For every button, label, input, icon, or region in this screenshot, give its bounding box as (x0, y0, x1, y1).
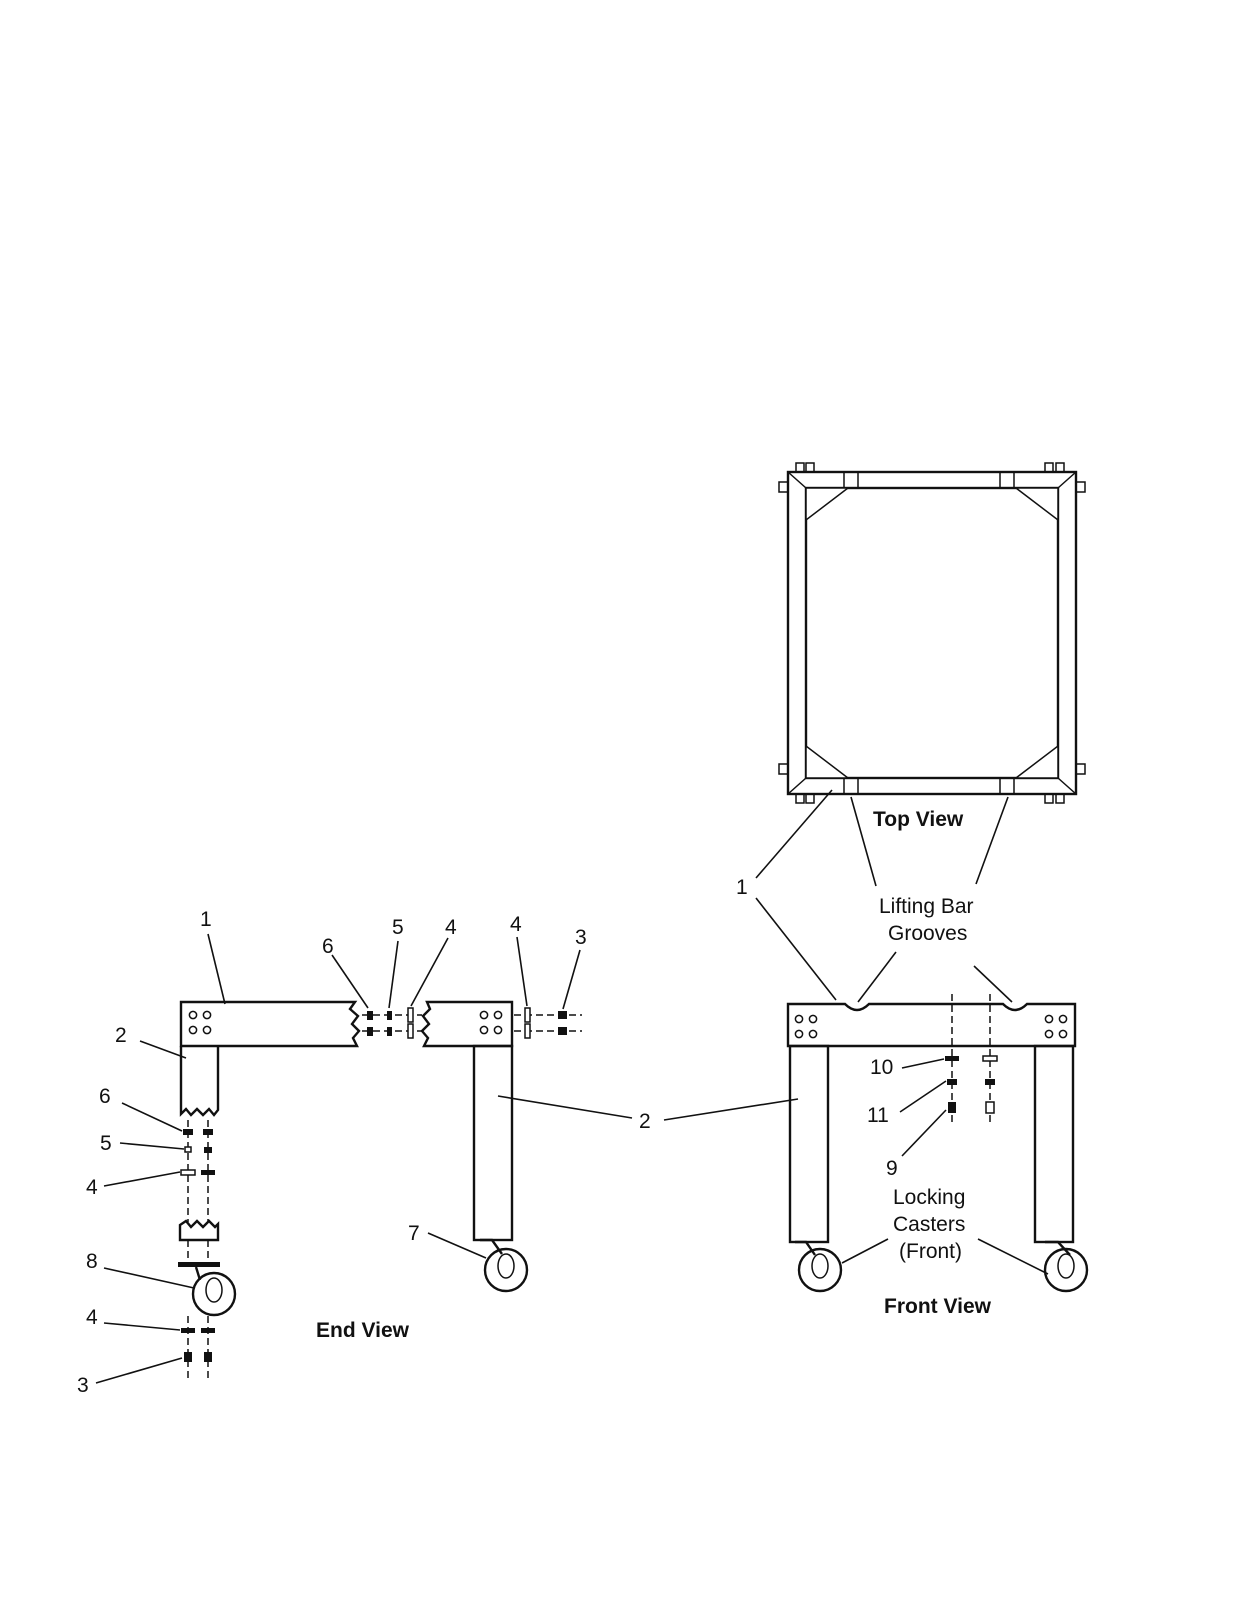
callout-front-9: 9 (886, 1157, 898, 1180)
callout-end-7: 7 (408, 1222, 420, 1245)
callout-end-3b: 3 (77, 1374, 89, 1397)
locking-casters-label-line1: Locking (893, 1186, 965, 1209)
callout-end-1: 1 (200, 908, 212, 931)
leader-line (562, 949, 581, 1010)
leader-line (850, 796, 877, 887)
leader-line (857, 951, 897, 1003)
leader-line (841, 1238, 889, 1264)
callout-end-5b: 5 (100, 1132, 112, 1155)
leader-line (901, 1109, 947, 1157)
leader-line (388, 940, 399, 1009)
leader-line (755, 789, 833, 879)
leader-line (973, 965, 1013, 1003)
end-view-title: End View (316, 1319, 410, 1342)
front-view-title: Front View (884, 1295, 992, 1318)
locking-casters-label-line2: Casters (893, 1213, 965, 1236)
leader-line (663, 1098, 799, 1121)
callout-leg-2: 2 (639, 1110, 651, 1133)
locking-casters-label-line3: (Front) (899, 1240, 962, 1263)
leader-line (901, 1058, 945, 1069)
callout-end-6b: 6 (99, 1085, 111, 1108)
callout-end-5a: 5 (392, 916, 404, 939)
callout-front-1: 1 (736, 876, 748, 899)
callout-end-4a: 4 (445, 916, 457, 939)
leader-line (119, 1142, 185, 1150)
leader-line (977, 1238, 1049, 1275)
lifting-bar-grooves-label-line2: Grooves (888, 922, 967, 945)
leader-line (103, 1267, 195, 1289)
leader-line (103, 1171, 181, 1187)
lifting-bar-grooves-label-line1: Lifting Bar (879, 895, 974, 918)
callout-end-4d: 4 (86, 1306, 98, 1329)
callout-end-6a: 6 (322, 935, 334, 958)
leader-line (207, 933, 226, 1005)
front-view-drawing (786, 994, 1089, 1293)
top-view-title: Top View (873, 808, 964, 831)
leader-line (516, 936, 528, 1007)
top-view-drawing (778, 462, 1086, 804)
callout-end-4c: 4 (86, 1176, 98, 1199)
callout-end-4b: 4 (510, 913, 522, 936)
leader-line (331, 954, 369, 1009)
leader-line (427, 1232, 487, 1259)
leader-line (95, 1357, 183, 1384)
callout-end-2: 2 (115, 1024, 127, 1047)
leader-line (899, 1080, 947, 1113)
callout-front-10: 10 (870, 1056, 893, 1079)
leader-line (497, 1095, 633, 1119)
leader-line (975, 796, 1009, 885)
end-view-drawing (178, 1000, 582, 1380)
leader-line (103, 1322, 181, 1331)
callout-end-8: 8 (86, 1250, 98, 1273)
leader-line (121, 1102, 183, 1132)
leader-line (410, 937, 449, 1007)
callout-end-3a: 3 (575, 926, 587, 949)
leader-line (139, 1040, 187, 1059)
leader-line (755, 897, 837, 1001)
callout-front-11: 11 (867, 1104, 889, 1127)
